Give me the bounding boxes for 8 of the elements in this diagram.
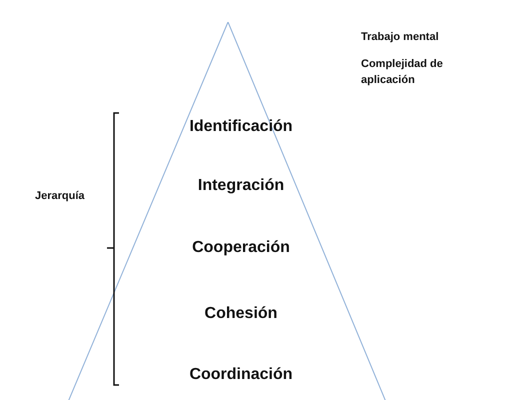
text-label: Jerarquía xyxy=(35,189,86,204)
text-label: Complejidad de aplicación xyxy=(361,57,444,88)
level-label: Coordinación xyxy=(188,366,294,384)
level-label: Cooperación xyxy=(191,239,291,257)
level-label: Cohesión xyxy=(204,305,278,323)
level-label: Identificación xyxy=(188,118,294,136)
level-label: Integración xyxy=(196,177,286,195)
text-label: Trabajo mental xyxy=(361,30,440,45)
